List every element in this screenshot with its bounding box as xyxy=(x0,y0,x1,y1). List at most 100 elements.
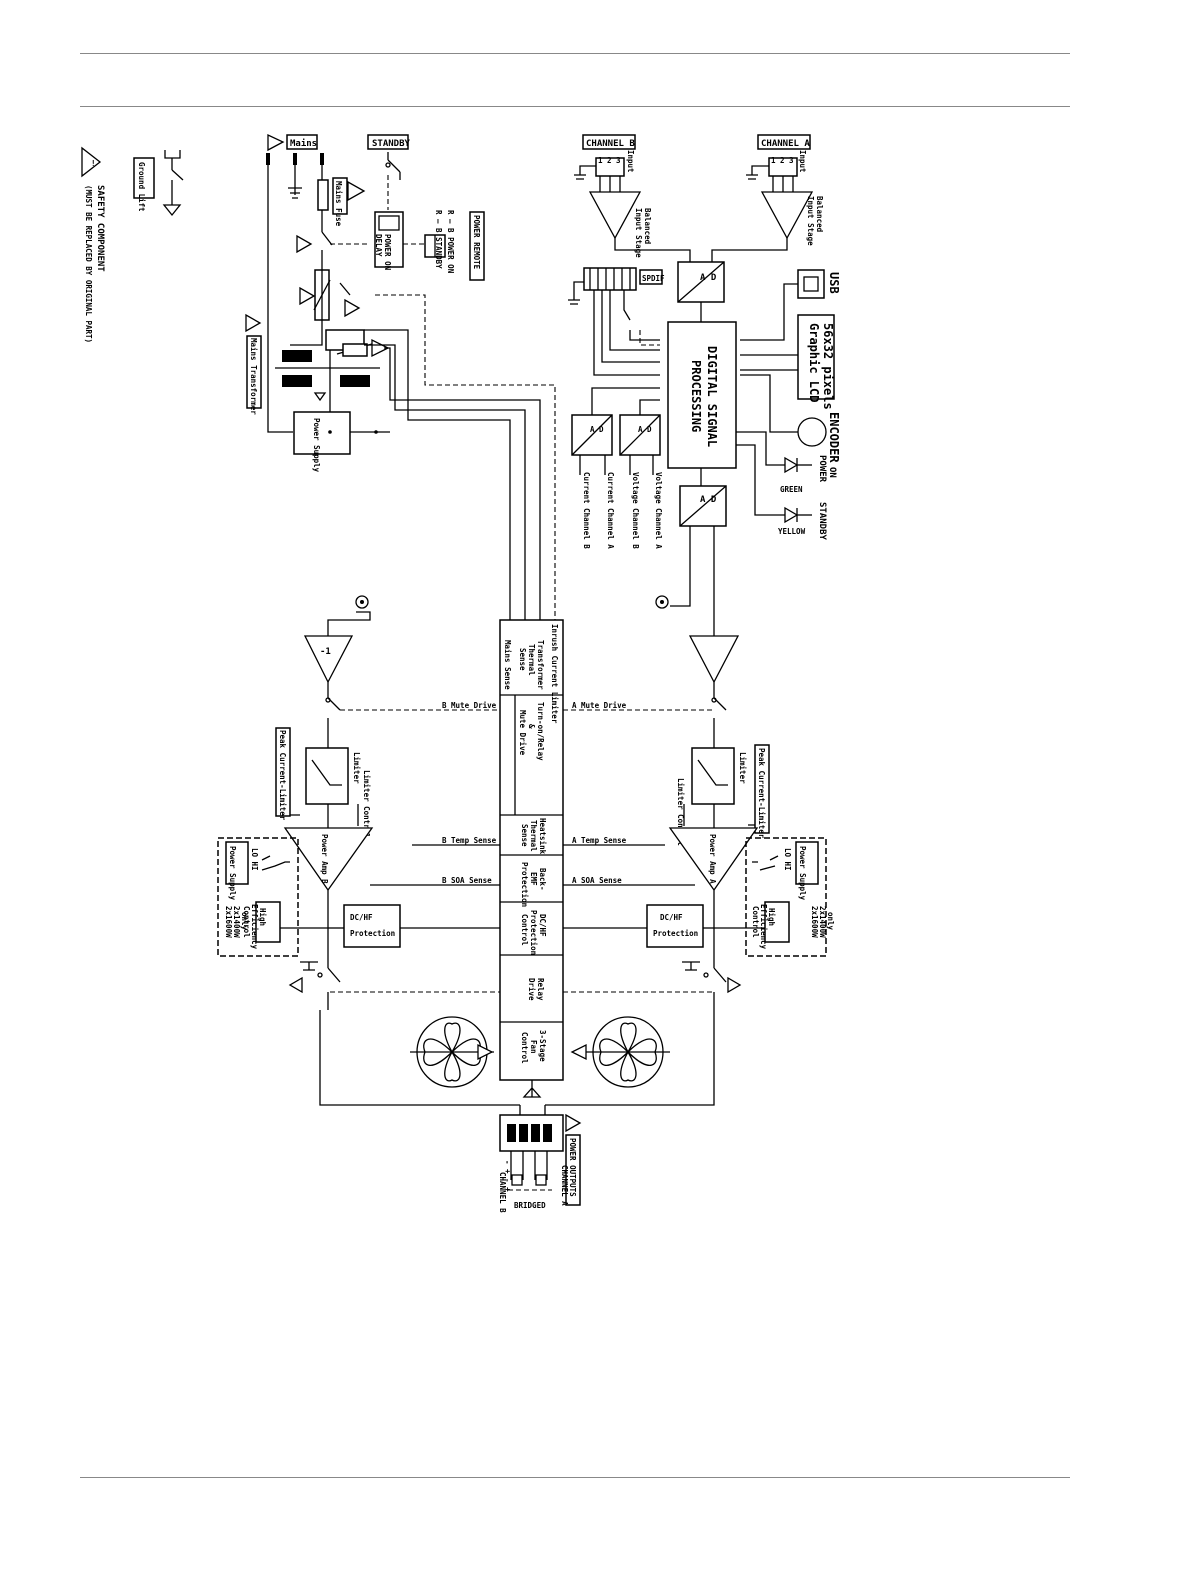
power-on-delay-line2: DELAY xyxy=(374,234,383,257)
encoder-icon xyxy=(797,417,827,447)
inrush-warning-icon xyxy=(344,298,361,318)
mains-fuse-icon xyxy=(317,179,329,211)
lcd-box xyxy=(797,314,835,400)
power-on-delay-box xyxy=(374,211,404,268)
relay-a-warning-icon xyxy=(727,976,742,994)
current-channel-b-label: Current Channel B xyxy=(582,472,591,549)
hec-a-line1: High xyxy=(767,908,776,926)
channel-b-input-label: CHANNEL B xyxy=(586,139,635,149)
dchf-control-line1: DC/HF xyxy=(538,914,547,937)
current-adc-label: A D xyxy=(590,425,604,434)
dchf-b-line1: DC/HF xyxy=(350,913,373,922)
balanced-b-line2: Input Stage xyxy=(634,208,643,258)
ground-lift-label: Ground Lift xyxy=(137,162,146,212)
models-a-line2: 2x1400W xyxy=(818,906,827,938)
transformer-sense-line3: Sense xyxy=(518,648,527,671)
inverter-label: -1 xyxy=(320,647,331,657)
limiter-control-b-label: Limiter Control xyxy=(362,770,371,838)
a-mute-drive-label: A Mute Drive xyxy=(572,701,627,710)
output-channel-a-label: CHANNEL A xyxy=(560,1165,569,1206)
inrush-limiter-label: Inrush Current Limiter xyxy=(550,624,559,724)
high-efficiency-b-frame xyxy=(217,837,299,957)
yellow-led-icon xyxy=(784,506,799,524)
dchf-a-line2: Protection xyxy=(653,929,698,938)
channel-b-input-text: Input xyxy=(626,150,635,173)
turn-on-line3: Mute Drive xyxy=(518,710,527,756)
heatsink-line2: Thermal xyxy=(529,820,538,852)
dchf-control-line3: Control xyxy=(520,914,529,946)
power-amp-b-icon xyxy=(283,827,374,892)
power-supply-box xyxy=(293,411,351,455)
header-rule-bottom xyxy=(80,106,1070,107)
voltage-channel-b-label: Voltage Channel B xyxy=(631,472,640,549)
dchf-b-line2: Protection xyxy=(350,929,395,938)
hec-a-line3: Control xyxy=(751,906,760,938)
voltage-adc-label: A D xyxy=(638,425,652,434)
lohi-b-label: LO HI xyxy=(250,848,259,871)
psu-a-box xyxy=(795,841,819,885)
hec-b-line2: Efficiency xyxy=(250,904,259,950)
speaker-b-icon xyxy=(511,1174,523,1186)
backemf-line3: Protection xyxy=(520,862,529,907)
output-dac-label: A D xyxy=(700,495,717,505)
mains-label: Mains xyxy=(290,138,317,149)
mains-sense-label: Mains Sense xyxy=(503,640,512,690)
outputs: POWER OUTPUTS - + - + BRIDGED CHANNEL B … xyxy=(319,1010,715,1213)
lcd-line1: Graphic LCD xyxy=(807,323,821,402)
backemf-line1: Back- xyxy=(538,868,547,891)
switch-warning-icon xyxy=(296,234,313,254)
balanced-stage-a-icon xyxy=(760,191,814,240)
footer-rule xyxy=(80,1477,1070,1478)
heatsink-line3: Sense xyxy=(520,824,529,847)
balanced-b-line1: Balanced xyxy=(643,208,652,244)
fan-b-warning-icon xyxy=(477,1043,494,1061)
encoder-label: ENCODER xyxy=(827,412,841,463)
control-stack: Inrush Current Limiter Transformer Therm… xyxy=(330,619,712,1081)
transformer-warning-icon xyxy=(245,313,262,333)
transformer-sense-line2: Thermal xyxy=(527,644,536,676)
standby-label: STANDBY xyxy=(372,139,411,149)
mains-fuse-label: Mains Fuse xyxy=(334,181,343,227)
channel-a-input-label: CHANNEL A xyxy=(761,139,810,149)
hec-b-line3: Control xyxy=(242,906,251,938)
transformer-sense-line1: Transformer xyxy=(536,640,545,690)
balanced-stage-b-icon xyxy=(588,191,642,240)
dsp-box xyxy=(667,321,737,469)
output-channel-b-label: CHANNEL B xyxy=(498,1172,507,1213)
ground-icon xyxy=(162,204,182,217)
standby-switch-icon xyxy=(387,152,401,180)
psu-a-label: Power Supply xyxy=(798,846,807,901)
backemf-line2: EMF xyxy=(529,872,538,886)
channel-a-input-text: Input xyxy=(798,150,807,173)
thermistor-icon xyxy=(342,343,368,357)
models-b-line1: 2x1600W xyxy=(224,906,233,938)
voltage-channel-a-label: Voltage Channel A xyxy=(654,472,663,549)
output-buffer-a-icon xyxy=(688,635,740,684)
fan-a-warning-icon xyxy=(570,1043,587,1061)
limiter-b-label: Limiter xyxy=(352,752,361,784)
control-block-box xyxy=(499,619,564,1081)
fan-control-line1: 3-Stage xyxy=(538,1030,547,1062)
power-amp-a-icon xyxy=(668,827,759,892)
limiter-a-box xyxy=(691,747,735,805)
safety-line2: (MUST BE REPLACED BY ORIGINAL PART) xyxy=(84,185,93,343)
turn-on-line2: & xyxy=(527,724,536,729)
models-a-line1: 2x1600W xyxy=(810,906,819,938)
warning-triangle-icon xyxy=(81,146,102,178)
b-soa-sense-label: B SOA Sense xyxy=(442,876,492,885)
safety-line1: SAFETY COMPONENT xyxy=(95,185,105,272)
channel-b-amp: -1 Peak Current-Limiter Limiter Limiter … xyxy=(217,595,401,1010)
hec-b-line1: High xyxy=(258,908,267,926)
green-led-icon xyxy=(784,456,799,474)
spdif-connector-icon xyxy=(583,267,637,291)
channel-a-pins: 1 2 3 xyxy=(771,156,794,165)
header-rule-top xyxy=(80,53,1070,54)
power-remote-label: POWER REMOTE xyxy=(472,215,481,270)
dsp-line1: DIGITAL SIGNAL xyxy=(705,346,719,447)
fan-control-line3: Control xyxy=(520,1032,529,1064)
fans xyxy=(410,1016,670,1088)
bridged-label: BRIDGED xyxy=(514,1201,546,1210)
a-soa-sense-label: A SOA Sense xyxy=(572,876,622,885)
dchf-a-box xyxy=(646,904,704,948)
